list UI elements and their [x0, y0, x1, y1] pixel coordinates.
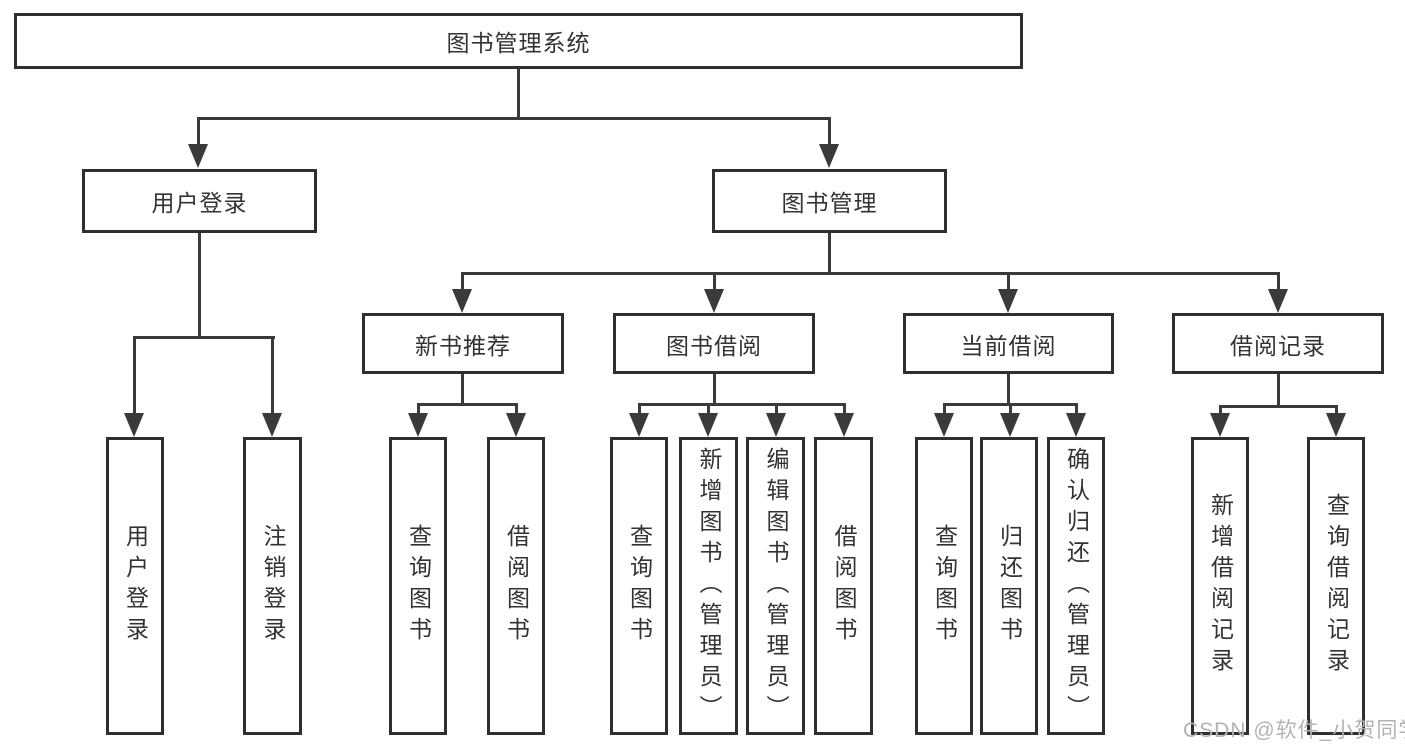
connector-line — [133, 336, 136, 414]
node-label: 查询图书 — [626, 524, 653, 648]
connector-line — [713, 374, 716, 406]
connector-line — [417, 403, 518, 406]
connector-line — [198, 233, 201, 339]
connector-line — [843, 403, 846, 415]
connector-line — [638, 403, 845, 406]
leaf-borrow-books-recommend: 借阅图书 — [487, 437, 545, 735]
leaf-add-books-admin: 新增图书（管理员） — [679, 437, 738, 735]
connector-line — [197, 117, 831, 120]
node-label: 图书管理 — [781, 190, 878, 216]
arrowhead-icon — [629, 413, 649, 437]
arrowhead-icon — [1000, 413, 1020, 437]
node-label: 查询借阅记录 — [1323, 493, 1350, 679]
leaf-user-login: 用户登录 — [106, 437, 164, 735]
connector-line — [271, 336, 274, 414]
node-label: 借阅图书 — [503, 524, 530, 648]
connector-line — [1335, 405, 1338, 415]
leaf-edit-books-admin: 编辑图书（管理员） — [746, 437, 805, 735]
leaf-logout: 注销登录 — [243, 437, 302, 735]
node-label: 编辑图书（管理员） — [763, 446, 789, 726]
arrowhead-icon — [704, 289, 724, 313]
arrowhead-icon — [408, 413, 428, 437]
node-label: 查询图书 — [931, 524, 958, 648]
node-label: 新书推荐 — [415, 332, 511, 359]
connector-line — [1219, 405, 1222, 415]
connector-line — [1075, 403, 1078, 415]
connector-line — [828, 117, 831, 146]
leaf-return-books: 归还图书 — [980, 437, 1038, 735]
node-book-borrowing: 图书借阅 — [613, 313, 815, 374]
node-label: 用户登录 — [122, 524, 149, 648]
node-label: 注销登录 — [260, 524, 286, 648]
connector-line — [133, 336, 275, 339]
connector-line — [515, 403, 518, 415]
connector-line — [1277, 272, 1280, 291]
connector-line — [638, 403, 641, 415]
leaf-query-books-recommend: 查询图书 — [389, 437, 447, 735]
leaf-query-books-current: 查询图书 — [915, 437, 973, 735]
arrowhead-icon — [188, 144, 208, 168]
connector-line — [1277, 374, 1280, 408]
connector-line — [1009, 403, 1012, 415]
connector-line — [197, 117, 200, 146]
node-label: 归还图书 — [996, 524, 1023, 648]
node-user-login: 用户登录 — [82, 169, 317, 233]
connector-line — [828, 233, 831, 275]
arrowhead-icon — [834, 413, 854, 437]
node-book-management: 图书管理 — [712, 169, 947, 233]
node-label: 新增图书（管理员） — [696, 446, 722, 726]
arrowhead-icon — [1326, 413, 1346, 437]
arrowhead-icon — [934, 413, 954, 437]
node-label: 用户登录 — [151, 190, 248, 216]
connector-line — [943, 403, 946, 415]
node-label: 借阅图书 — [831, 524, 857, 648]
node-label: 借阅记录 — [1230, 332, 1326, 359]
node-new-book-recommendation: 新书推荐 — [362, 313, 564, 374]
leaf-query-borrow-record: 查询借阅记录 — [1307, 437, 1365, 735]
leaf-query-books-borrowing: 查询图书 — [610, 437, 668, 735]
connector-line — [461, 272, 1280, 275]
node-label: 当前借阅 — [960, 332, 1057, 359]
arrowhead-icon — [998, 289, 1018, 313]
arrowhead-icon — [766, 413, 786, 437]
node-root-system: 图书管理系统 — [14, 13, 1023, 69]
connector-line — [417, 403, 420, 415]
connector-line — [775, 403, 778, 415]
leaf-confirm-return-admin: 确认归还（管理员） — [1047, 437, 1105, 735]
arrowhead-icon — [1066, 413, 1086, 437]
leaf-add-borrow-record: 新增借阅记录 — [1191, 437, 1249, 735]
node-borrowing-records: 借阅记录 — [1172, 313, 1384, 374]
leaf-borrow-books-borrowing: 借阅图书 — [814, 437, 873, 735]
node-label: 新增借阅记录 — [1207, 493, 1234, 679]
arrowhead-icon — [1210, 413, 1230, 437]
connector-line — [1219, 405, 1337, 408]
node-label: 查询图书 — [405, 524, 432, 648]
connector-line — [517, 69, 520, 119]
csdn-watermark: CSDN @软件_小贺同学 — [1183, 719, 1405, 742]
arrowhead-icon — [698, 413, 718, 437]
connector-line — [461, 272, 464, 291]
node-label: 确认归还（管理员） — [1063, 446, 1090, 726]
connector-line — [707, 403, 710, 415]
arrowhead-icon — [1268, 289, 1288, 313]
arrowhead-icon — [819, 144, 839, 168]
connector-line — [713, 272, 716, 291]
connector-line — [1007, 272, 1010, 291]
arrowhead-icon — [506, 413, 526, 437]
arrowhead-icon — [452, 289, 472, 313]
arrowhead-icon — [262, 413, 282, 437]
connector-line — [461, 374, 464, 406]
connector-line — [1007, 374, 1010, 406]
node-current-borrowing: 当前借阅 — [903, 313, 1114, 374]
node-label: 图书借阅 — [666, 332, 762, 359]
arrowhead-icon — [124, 413, 144, 437]
node-label: 图书管理系统 — [446, 30, 591, 56]
